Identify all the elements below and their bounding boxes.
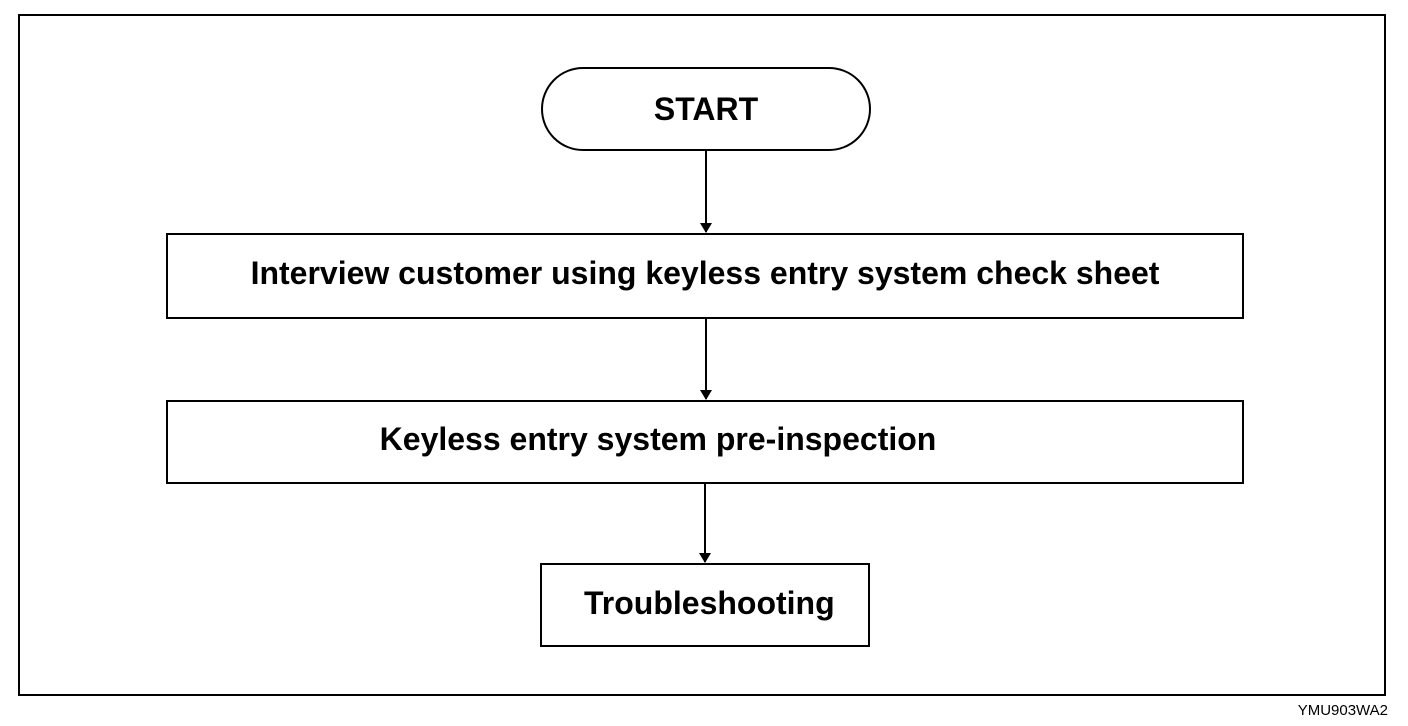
pre-inspection-label: Keyless entry system pre-inspection <box>379 420 937 457</box>
start-label: START <box>653 90 759 127</box>
interview-customer-label: Interview customer using keyless entry s… <box>250 254 1160 291</box>
start-terminator: START <box>541 67 871 151</box>
interview-customer-step: Interview customer using keyless entry s… <box>166 233 1244 319</box>
diagram-frame <box>18 14 1386 696</box>
figure-code: YMU903WA2 <box>1297 702 1388 719</box>
troubleshooting-label: Troubleshooting <box>584 584 835 621</box>
troubleshooting-step: Troubleshooting <box>540 563 870 647</box>
pre-inspection-step: Keyless entry system pre-inspection <box>166 400 1244 484</box>
